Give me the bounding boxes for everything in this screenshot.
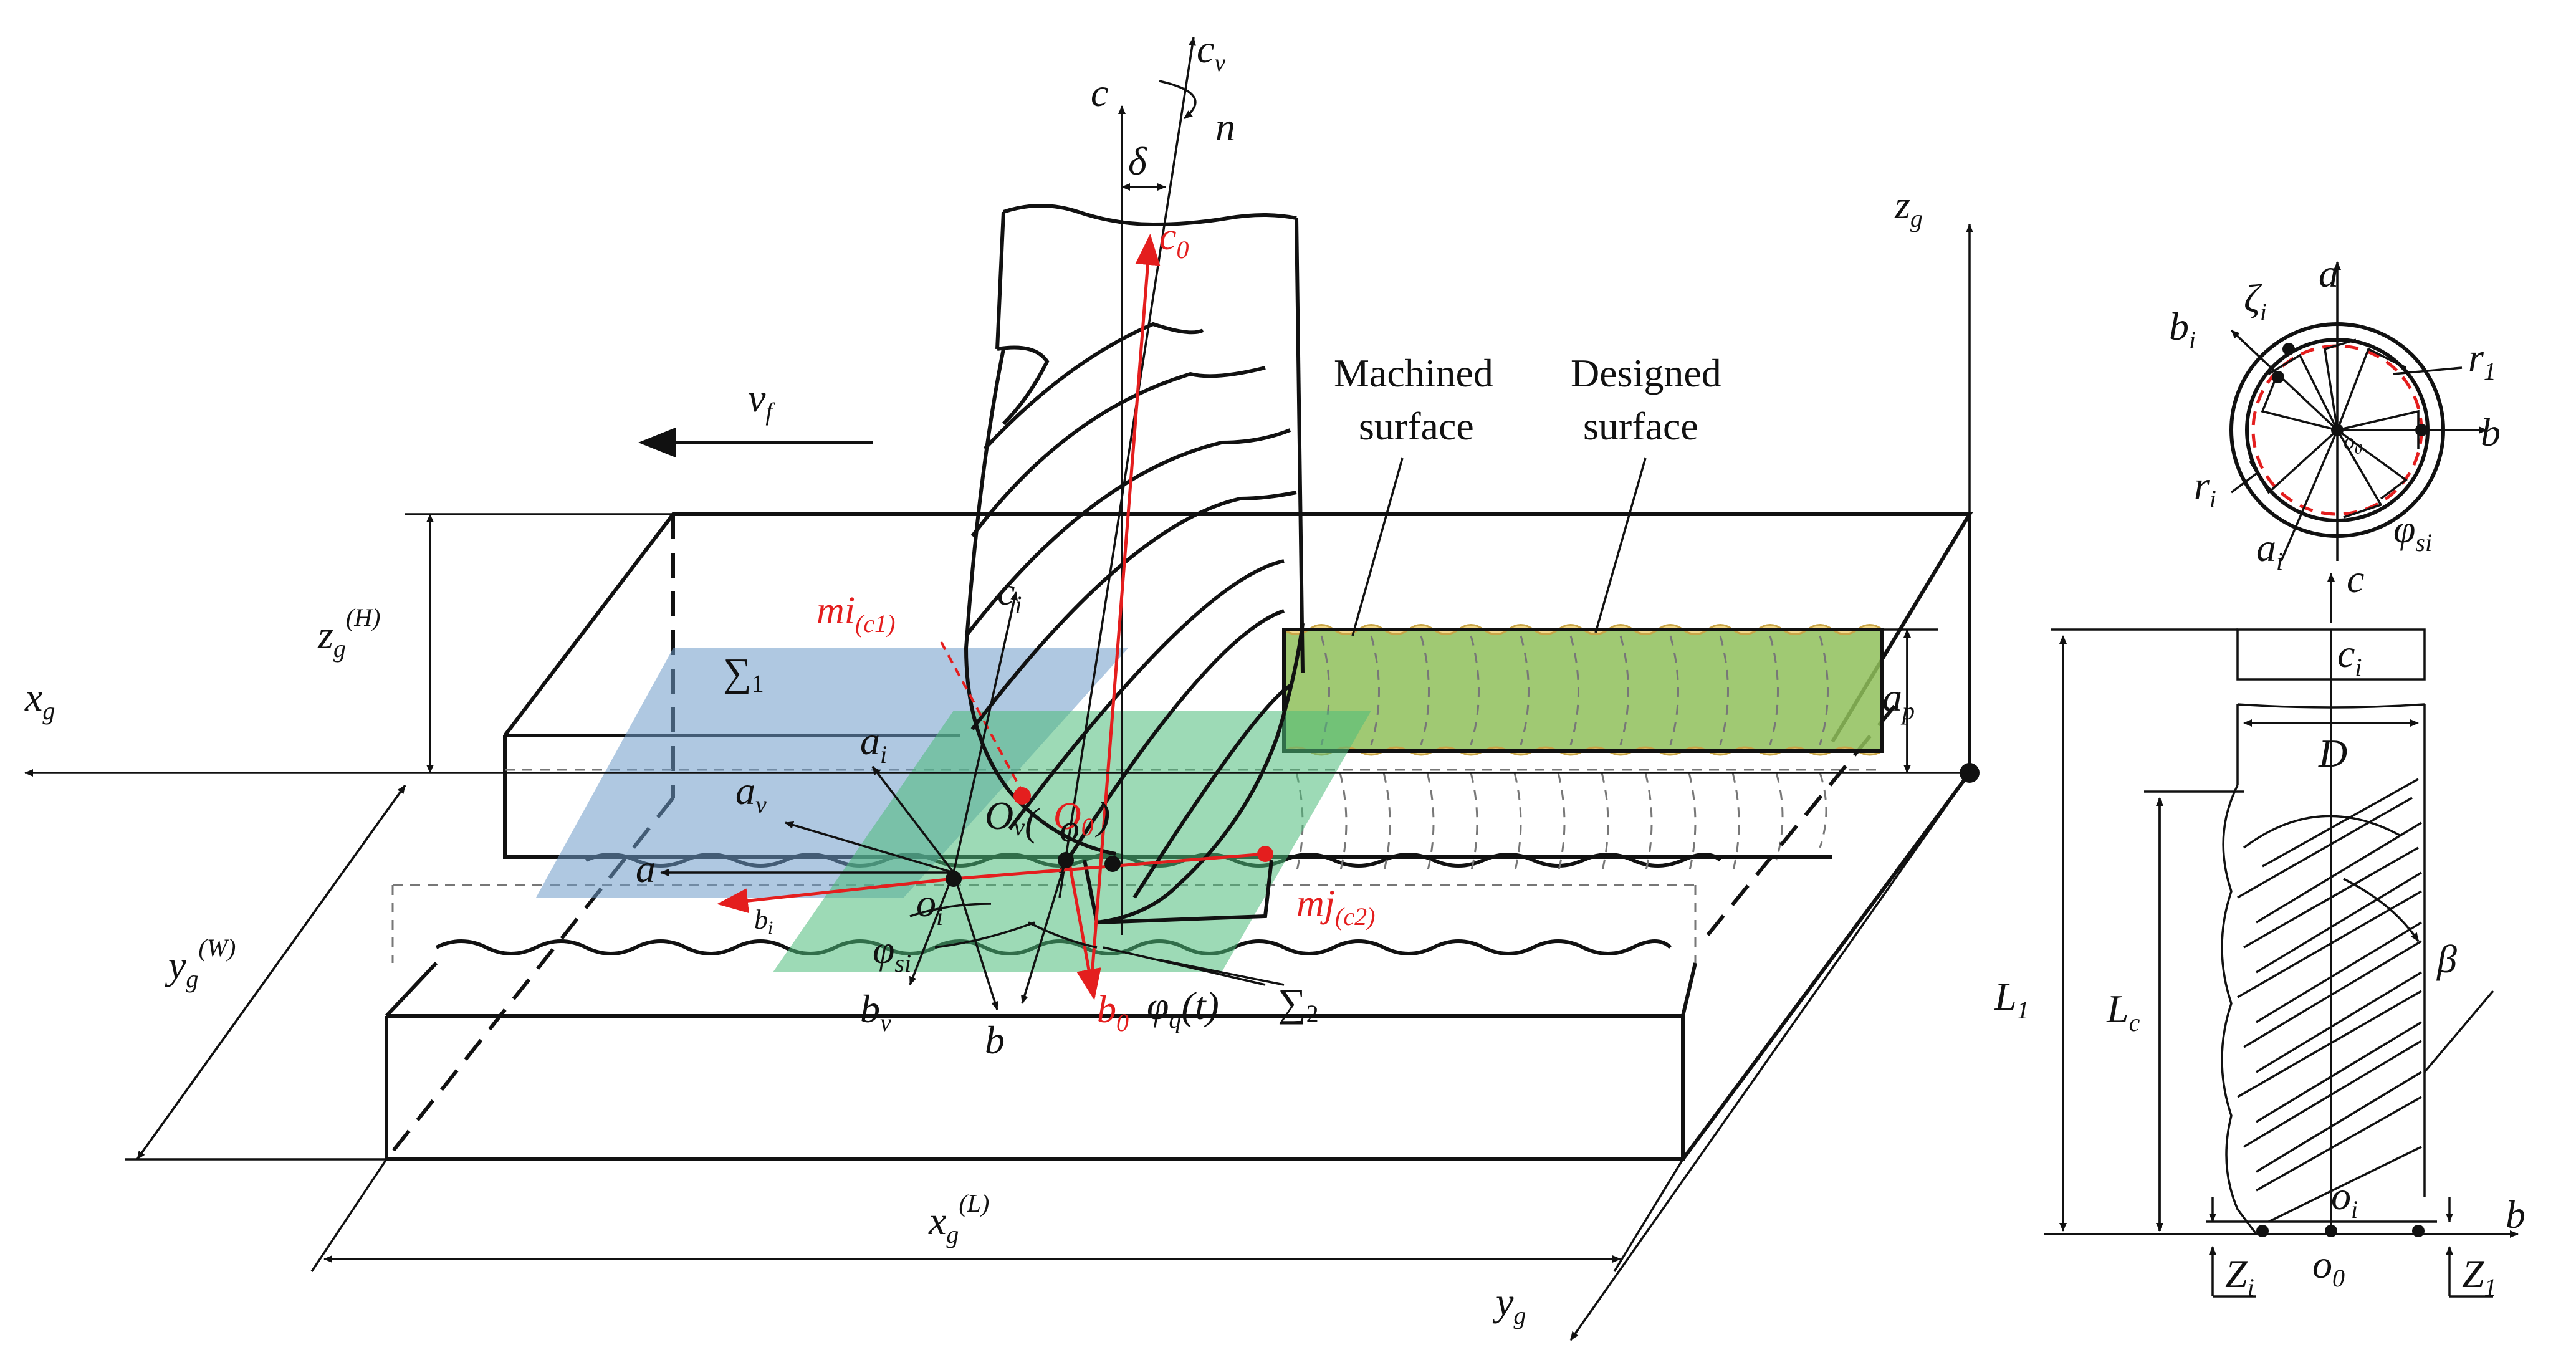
label-sigma1: ∑1 xyxy=(723,650,764,697)
label-o0-red: O0 xyxy=(1053,795,1094,841)
label-ai: ai xyxy=(860,719,887,769)
label-xg: xg xyxy=(24,675,55,725)
label-a: a xyxy=(636,846,656,891)
label-cv: cv xyxy=(1197,27,1225,77)
global-axes xyxy=(24,224,1973,1341)
label-mi: mi(c1) xyxy=(816,590,895,638)
label-c: c xyxy=(1091,70,1108,115)
main-labels: c cv n δ c0 zg vf Machined surface Desig… xyxy=(24,27,1923,1329)
label-phisi: φsi xyxy=(873,927,911,977)
label-zgH: zg(H) xyxy=(317,603,380,663)
cs-label-b: b xyxy=(2481,410,2501,454)
cs-label-a: a xyxy=(2319,251,2339,295)
label-b0: b0 xyxy=(1097,989,1129,1037)
label-zg: zg xyxy=(1894,183,1923,232)
sv-label-ci: ci xyxy=(2337,631,2362,681)
sv-label-Z1: Z1 xyxy=(2462,1252,2497,1301)
label-ap: ap xyxy=(1882,675,1915,725)
label-machined-1: Machined xyxy=(1334,351,1493,395)
label-ygW: yg(W) xyxy=(165,934,236,993)
label-xgL: xg(L) xyxy=(928,1189,989,1248)
cs-label-r1: r1 xyxy=(2468,335,2496,385)
label-designed-2: surface xyxy=(1583,404,1698,448)
label-ov: Ov( xyxy=(985,793,1040,844)
label-oi: oi xyxy=(916,881,943,931)
label-sigma2: ∑2 xyxy=(1278,980,1319,1028)
sv-label-Lc: Lc xyxy=(2106,987,2140,1037)
scallop-marks xyxy=(1295,772,1827,873)
label-phiq: φq(t) xyxy=(1147,984,1219,1033)
label-designed-1: Designed xyxy=(1571,351,1721,395)
end-mill-tool xyxy=(964,204,1305,924)
cs-label-zeta: ζi xyxy=(2244,276,2267,326)
cs-label-o0: o0 xyxy=(2344,429,2362,457)
label-bv: bv xyxy=(860,987,891,1037)
cross-section-view: a ζi bi r1 o0 b ri ai φsi xyxy=(2169,251,2501,575)
sv-label-D: D xyxy=(2318,731,2347,775)
sv-label-o0: o0 xyxy=(2312,1242,2345,1292)
cs-label-phisi: φsi xyxy=(2393,507,2432,557)
label-delta: δ xyxy=(1128,139,1147,183)
label-o: o xyxy=(1060,806,1080,850)
tool-axes xyxy=(660,37,1285,1010)
cs-label-bi: bi xyxy=(2169,304,2196,354)
label-mj: mj(c2) xyxy=(1296,883,1375,931)
label-ci: ci xyxy=(997,569,1022,619)
machined-surface-band xyxy=(1282,624,1884,756)
label-vf: vf xyxy=(748,376,775,426)
label-bi: bi xyxy=(754,904,773,938)
label-n: n xyxy=(1215,105,1235,149)
label-b: b xyxy=(985,1018,1005,1062)
cs-label-ai: ai xyxy=(2256,525,2283,575)
label-av: av xyxy=(735,769,767,818)
cs-label-ri: ri xyxy=(2194,463,2216,513)
label-yg: yg xyxy=(1492,1280,1526,1329)
sv-label-Zi: Zi xyxy=(2225,1252,2254,1301)
label-o0-close: ) xyxy=(1094,793,1110,838)
sv-label-oi: oi xyxy=(2331,1174,2358,1224)
sv-label-c: c xyxy=(2347,557,2364,601)
sv-label-beta: β xyxy=(2436,937,2457,981)
side-view: c ci D L1 Lc β oi b Zi o0 Z1 xyxy=(1994,557,2526,1301)
sv-label-b: b xyxy=(2506,1192,2526,1237)
sv-label-L1: L1 xyxy=(1994,974,2029,1024)
label-machined-2: surface xyxy=(1359,404,1474,448)
label-c0: c0 xyxy=(1159,216,1189,264)
